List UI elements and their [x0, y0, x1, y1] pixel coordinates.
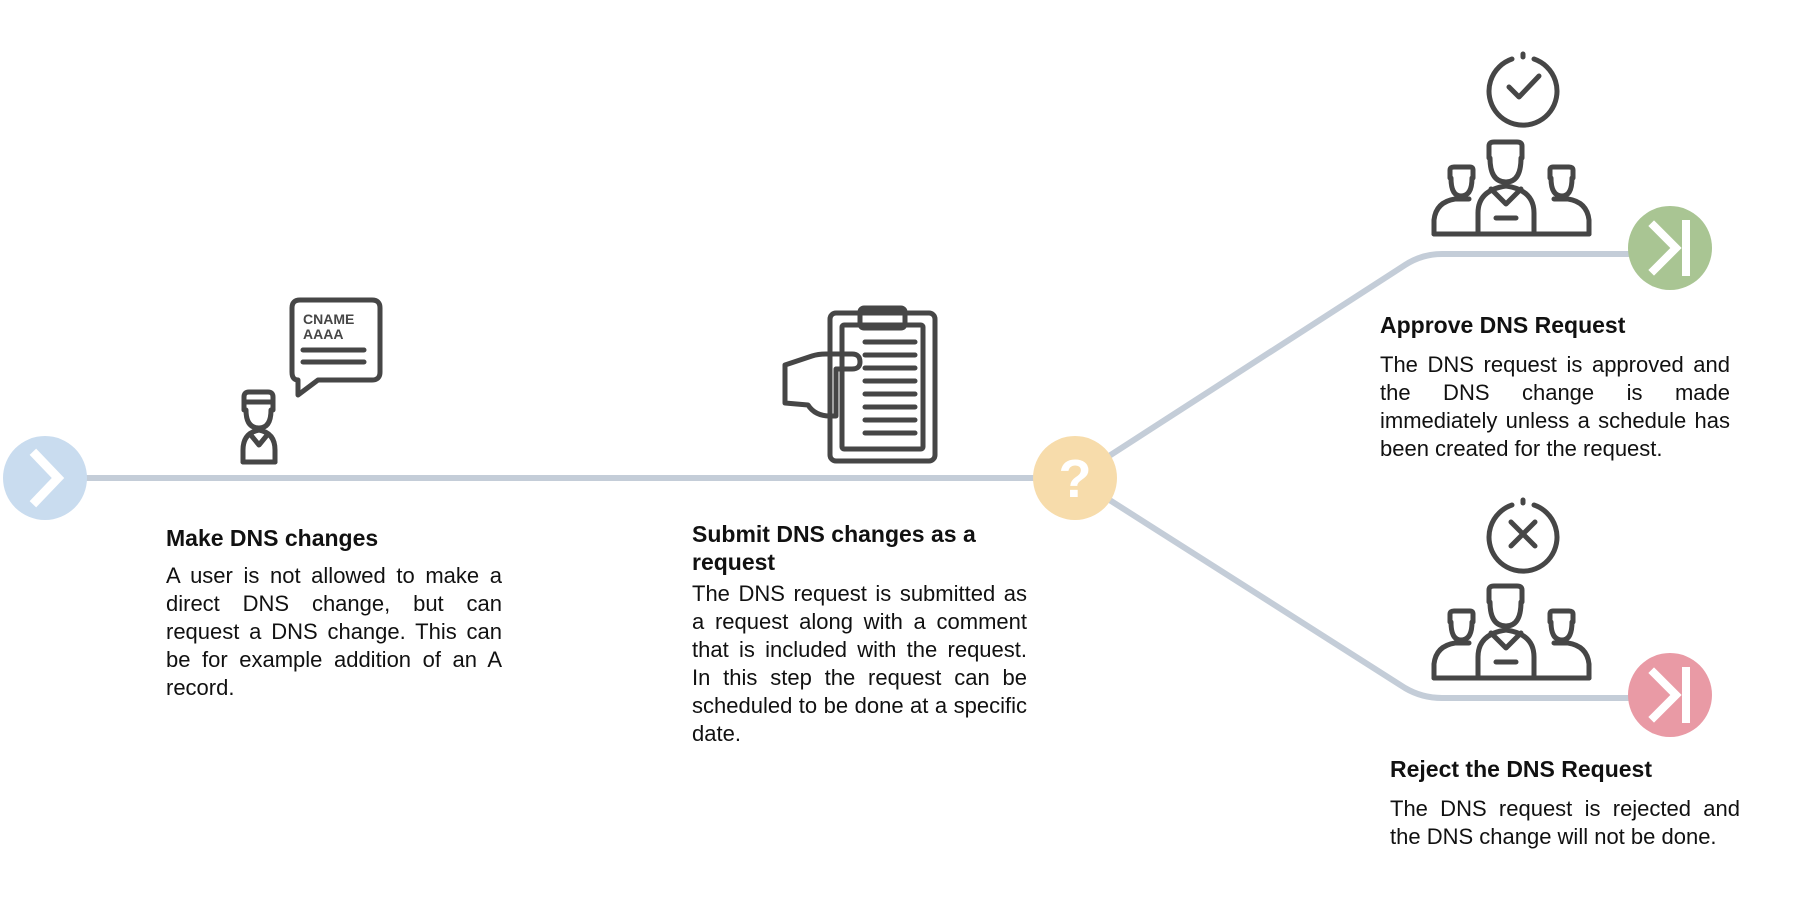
approve-end-node [1628, 206, 1712, 290]
bubble-text-aaaa: AAAA [303, 326, 343, 342]
speech-bubble-icon [289, 297, 383, 398]
team-people-icon [1431, 139, 1592, 237]
step-title: Approve DNS Request [1380, 312, 1626, 338]
cross-circle-icon [1486, 497, 1560, 574]
reject-end-circle [1628, 653, 1712, 737]
user-person-icon [240, 389, 278, 465]
step-title: Reject the DNS Request [1390, 756, 1653, 782]
approve-team-icon [1431, 51, 1592, 237]
skip-to-end-icon [1648, 220, 1690, 276]
step-title: Submit DNS changes as a request [692, 521, 976, 575]
step-description: The DNS request is rejected and the DNS … [1390, 796, 1740, 849]
approve-branch-line [1072, 251, 1673, 481]
approve-end-circle [1628, 206, 1712, 290]
step-title: Make DNS changes [166, 525, 379, 551]
hand-icon [782, 351, 863, 419]
step-submit-request: Submit DNS changes as a request The DNS … [692, 520, 1027, 748]
step-approve-request: Approve DNS Request The DNS request is a… [1380, 311, 1730, 463]
clipboard-clip [857, 305, 908, 331]
skip-to-end-icon [1648, 667, 1690, 723]
bubble-text-cname: CNAME [303, 311, 354, 327]
step-reject-request: Reject the DNS Request The DNS request i… [1390, 755, 1740, 851]
connector-lines [42, 251, 1673, 701]
step-description: The DNS request is approved and the DNS … [1380, 352, 1730, 461]
question-mark-icon: ? [1059, 449, 1092, 509]
reject-branch-line [1072, 475, 1673, 701]
step-description: A user is not allowed to make a direct D… [166, 563, 502, 700]
user-request-icon: CNAME AAAA [240, 297, 383, 465]
step-make-dns-changes: Make DNS changes A user is not allowed t… [166, 524, 502, 702]
clipboard-outer [827, 310, 938, 464]
chevron-right-icon [29, 448, 65, 508]
step-description: The DNS request is submitted as a reques… [692, 581, 1027, 746]
clipboard-submit-icon [782, 305, 938, 464]
decision-circle [1033, 436, 1117, 520]
team-people-icon [1431, 583, 1592, 681]
decision-node: ? [1033, 436, 1117, 520]
clipboard-inner [839, 322, 926, 452]
check-circle-icon [1486, 51, 1560, 128]
reject-team-icon [1431, 497, 1592, 681]
start-node [3, 436, 87, 520]
reject-end-node [1628, 653, 1712, 737]
start-circle [3, 436, 87, 520]
